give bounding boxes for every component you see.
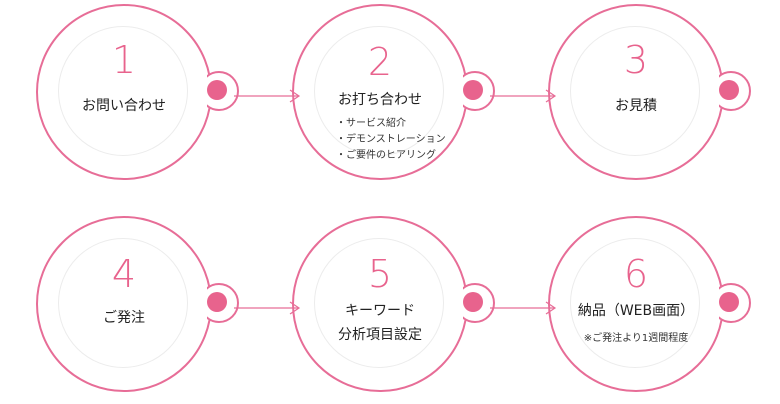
step-2: 2 お打ち合わせ サービス紹介 デモンストレーション ご要件のヒアリング xyxy=(256,0,518,192)
step-title: お問い合わせ xyxy=(82,98,166,114)
arrow-right-icon xyxy=(490,89,557,103)
connector-dot-icon xyxy=(207,80,227,100)
step-title: 納品（WEB画面） xyxy=(577,303,695,319)
step-inner-ring xyxy=(570,238,700,368)
step-title-line-1: キーワード xyxy=(345,303,415,319)
step-title: お見積 xyxy=(615,98,657,114)
step-bullet-list: サービス紹介 デモンストレーション ご要件のヒアリング xyxy=(336,116,446,164)
bullet-item: デモンストレーション xyxy=(336,132,446,148)
arrow-right-icon xyxy=(234,89,301,103)
step-3: 3 お見積 xyxy=(512,0,774,192)
step-inner-ring xyxy=(314,238,444,368)
step-number: 4 xyxy=(111,252,137,296)
step-inner-ring xyxy=(58,238,188,368)
connector-dot-icon xyxy=(207,292,227,312)
bullet-item: ご要件のヒアリング xyxy=(336,148,446,164)
step-inner-ring xyxy=(570,26,700,156)
connector-dot-icon xyxy=(463,80,483,100)
step-title: ご発注 xyxy=(103,310,145,326)
step-number: 3 xyxy=(623,38,649,82)
arrow-right-icon xyxy=(234,301,301,315)
step-note: ※ご発注より1週間程度 xyxy=(583,333,689,344)
step-6: 6 納品（WEB画面） ※ご発注より1週間程度 xyxy=(512,212,774,404)
connector-dot-icon xyxy=(463,292,483,312)
step-4: 4 ご発注 xyxy=(0,212,262,404)
step-number: 1 xyxy=(111,38,137,82)
step-title: お打ち合わせ xyxy=(338,92,422,108)
arrow-right-icon xyxy=(490,301,557,315)
bullet-item: サービス紹介 xyxy=(336,116,446,132)
step-1: 1 お問い合わせ xyxy=(0,0,262,192)
step-number: 2 xyxy=(367,40,393,84)
step-title-line-2: 分析項目設定 xyxy=(338,327,422,343)
step-5: 5 キーワード 分析項目設定 xyxy=(256,212,518,404)
step-inner-ring xyxy=(58,26,188,156)
connector-dot-icon xyxy=(719,292,739,312)
step-number: 6 xyxy=(623,252,649,296)
connector-dot-icon xyxy=(719,80,739,100)
step-number: 5 xyxy=(367,252,393,296)
